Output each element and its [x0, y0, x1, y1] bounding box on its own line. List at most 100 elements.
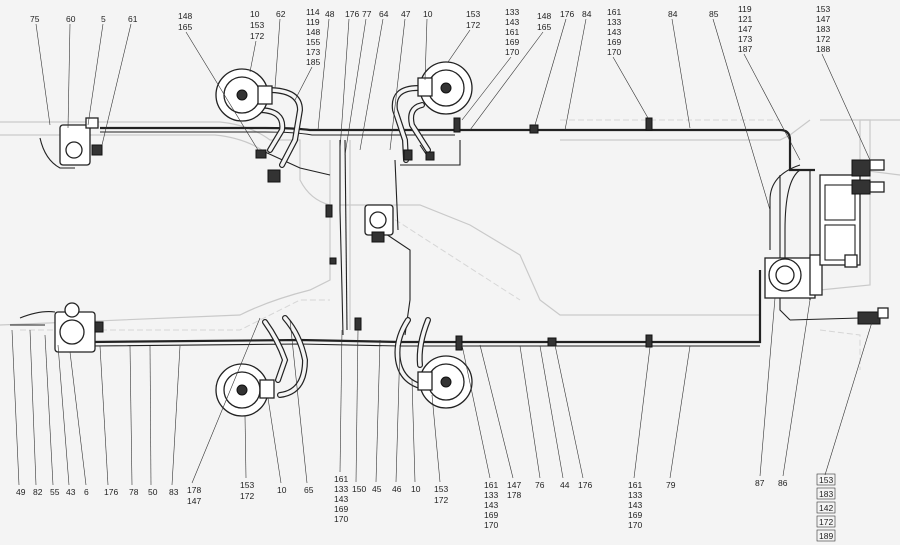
- part-label-l77: 77: [362, 9, 372, 19]
- part-label-l143e: 143: [628, 500, 642, 510]
- part-label-l133a: 133: [505, 7, 519, 17]
- part-label-l47: 47: [401, 9, 411, 19]
- part-label-l64: 64: [379, 9, 389, 19]
- part-label-l50: 50: [148, 487, 158, 497]
- part-label-l10d: 10: [411, 484, 421, 494]
- part-label-l6: 6: [84, 487, 89, 497]
- part-label-l147b: 147: [816, 14, 830, 24]
- part-label-l153b: 153: [466, 9, 480, 19]
- part-label-l178a: 178: [187, 485, 201, 495]
- part-label-l172e: 172: [434, 495, 448, 505]
- boxed-label-frame-b183: [816, 487, 836, 500]
- part-label-l153d: 153: [240, 480, 254, 490]
- part-label-l165b: 165: [537, 22, 551, 32]
- part-label-l183: 183: [816, 24, 830, 34]
- part-label-l114: 114: [306, 7, 320, 17]
- boxed-label-frame-b172: [816, 515, 836, 528]
- part-label-l119b: 119: [738, 4, 752, 14]
- brake-chamber-upper-right: [417, 61, 473, 115]
- part-label-l169b: 169: [607, 37, 621, 47]
- upper-hoses: [255, 85, 431, 168]
- part-label-l84b: 84: [668, 9, 678, 19]
- part-label-l49: 49: [16, 487, 26, 497]
- brake-lines: [10, 126, 861, 347]
- part-label-l153c: 153: [816, 4, 830, 14]
- right-engine-block: [819, 159, 885, 268]
- part-label-l84a: 84: [582, 9, 592, 19]
- part-label-l83: 83: [169, 487, 179, 497]
- part-label-l48: 48: [325, 9, 335, 19]
- boxed-label-b142: 142: [819, 503, 833, 513]
- part-label-l43: 43: [66, 487, 76, 497]
- part-label-l170d: 170: [484, 520, 498, 530]
- part-label-l161e: 161: [628, 480, 642, 490]
- part-label-l148b: 148: [306, 27, 320, 37]
- center-valve: [364, 204, 394, 243]
- part-label-l173b: 173: [738, 34, 752, 44]
- part-label-l170b: 170: [607, 47, 621, 57]
- right-rear-valve: [857, 307, 889, 325]
- boxed-label-b153: 153: [819, 475, 833, 485]
- part-label-l187: 187: [738, 44, 752, 54]
- part-label-l78: 78: [129, 487, 139, 497]
- boxed-label-frame-b153: [816, 473, 836, 486]
- part-label-l85: 85: [709, 9, 719, 19]
- leader-lines-bottom: [11, 297, 873, 486]
- part-label-l148c: 148: [537, 11, 551, 21]
- part-label-l10a: 10: [250, 9, 260, 19]
- part-label-l119a: 119: [306, 17, 320, 27]
- part-label-l172b: 172: [466, 20, 480, 30]
- part-label-l170a: 170: [505, 47, 519, 57]
- boxed-label-b183: 183: [819, 489, 833, 499]
- part-label-l150: 150: [352, 484, 366, 494]
- part-label-l161c: 161: [334, 474, 348, 484]
- brake-chamber-lower-left: [215, 363, 275, 417]
- fittings: [255, 117, 653, 351]
- part-label-l65: 65: [304, 485, 314, 495]
- part-label-l79: 79: [666, 480, 676, 490]
- part-label-l133d: 133: [484, 490, 498, 500]
- part-label-l155: 155: [306, 37, 320, 47]
- part-label-l170e: 170: [628, 520, 642, 530]
- part-label-l176b: 176: [560, 9, 574, 19]
- part-label-l87: 87: [755, 478, 765, 488]
- part-label-l147a: 147: [738, 24, 752, 34]
- part-label-l153a: 153: [250, 20, 264, 30]
- rear-left-valve: [54, 302, 104, 353]
- part-label-l143d: 143: [484, 500, 498, 510]
- part-label-l176a: 176: [345, 9, 359, 19]
- part-label-l172a: 172: [250, 31, 264, 41]
- part-label-l44: 44: [560, 480, 570, 490]
- front-left-valve: [59, 117, 103, 166]
- part-label-l86: 86: [778, 478, 788, 488]
- part-label-l170c: 170: [334, 514, 348, 524]
- right-compressor: [764, 164, 823, 299]
- brake-chamber-lower-right: [417, 355, 473, 409]
- boxed-label-b189: 189: [819, 531, 833, 541]
- boxed-label-frame-b189: [816, 529, 836, 542]
- part-label-l75: 75: [30, 14, 40, 24]
- brake-chamber-upper-left: [215, 68, 273, 122]
- part-label-l161b: 161: [607, 7, 621, 17]
- part-label-l133c: 133: [334, 484, 348, 494]
- part-label-l133b: 133: [607, 17, 621, 27]
- part-label-l176c: 176: [104, 487, 118, 497]
- lower-hoses: [262, 315, 433, 398]
- part-label-l143b: 143: [607, 27, 621, 37]
- part-label-l169d: 169: [484, 510, 498, 520]
- part-label-l172d: 172: [240, 491, 254, 501]
- part-label-l176d: 176: [578, 480, 592, 490]
- part-label-l178b: 178: [507, 490, 521, 500]
- part-label-l10b: 10: [423, 9, 433, 19]
- part-label-l172c: 172: [816, 34, 830, 44]
- part-label-l60: 60: [66, 14, 76, 24]
- part-label-l147c: 147: [187, 496, 201, 506]
- part-label-l185: 185: [306, 57, 320, 67]
- part-label-l45: 45: [372, 484, 382, 494]
- part-label-l188: 188: [816, 44, 830, 54]
- part-label-l173a: 173: [306, 47, 320, 57]
- part-label-l148a: 148: [178, 11, 192, 21]
